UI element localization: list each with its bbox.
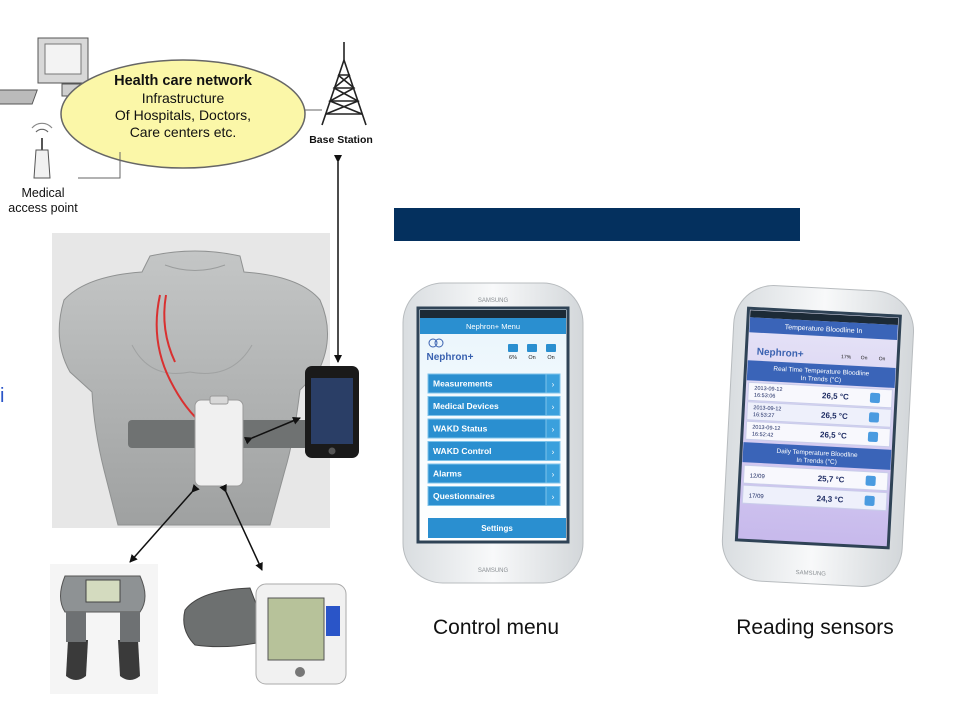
- menu-item-label: Alarms: [433, 469, 462, 479]
- daily-list: 12/09 25,7 °C 17/09 24,3 °C: [741, 464, 889, 512]
- row-date: 2013-09-12: [754, 386, 782, 393]
- daily-header: In Trends (°C): [796, 456, 837, 466]
- menu-item-label: WAKD Status: [433, 424, 488, 434]
- row-time: 16:53:06: [754, 393, 776, 400]
- chevron-right-icon: ›: [552, 403, 555, 412]
- network-line: Of Hospitals, Doctors,: [115, 107, 251, 123]
- chevron-right-icon: [545, 373, 561, 394]
- row-value: 25,7 °C: [817, 474, 844, 484]
- menu-item[interactable]: › WAKD Control: [427, 441, 561, 461]
- row-date: 12/09: [750, 473, 766, 480]
- menu-item[interactable]: › Measurements: [427, 373, 561, 394]
- row-value: 24,3 °C: [816, 494, 843, 504]
- realtime-header: In Trends (°C): [800, 374, 841, 384]
- network-link: [78, 152, 121, 179]
- menu-item[interactable]: › Medical Devices: [427, 396, 561, 416]
- base-station-label: Base Station: [309, 134, 373, 146]
- arrow-device-to-bp-monitor: [219, 483, 263, 571]
- trend-arrow-icon: [868, 412, 880, 423]
- menu-item[interactable]: › WAKD Status: [427, 418, 561, 439]
- network-line: Care centers etc.: [130, 124, 237, 140]
- row-date: 17/09: [749, 493, 765, 500]
- menu-item-label: WAKD Control: [433, 446, 492, 456]
- menu-list: › Measurements › Medical Devices › WAKD Statu…: [427, 373, 561, 506]
- phone-brand: SAMSUNG: [478, 298, 509, 304]
- row-value: 26,5 °C: [821, 411, 848, 421]
- daily-row: 17/09 24,3 °C: [741, 484, 888, 512]
- chevron-right-icon: ›: [552, 470, 555, 479]
- row-date: 2013-09-12: [752, 425, 780, 432]
- settings-button[interactable]: [428, 518, 566, 538]
- chevron-right-icon: [545, 441, 561, 461]
- chevron-right-icon: ›: [552, 380, 555, 389]
- wifi-status: On: [547, 355, 554, 361]
- menu-item-label: Measurements: [433, 379, 493, 389]
- menu-item-label: Questionnaires: [433, 491, 495, 501]
- row-time: 16:53:27: [753, 412, 775, 419]
- battery-status: 17%: [841, 354, 852, 361]
- phone-reading-sensors: Temperature Bloodline In Nephron+ 17% On…: [721, 285, 915, 587]
- nephron-logo-icon: [428, 338, 444, 348]
- access-point-label: Medical: [21, 186, 64, 200]
- chevron-right-icon: ›: [552, 448, 555, 457]
- chevron-right-icon: [545, 463, 561, 484]
- trend-arrow-icon: [865, 475, 876, 486]
- trend-arrow-icon: [864, 495, 875, 506]
- health-care-network: Health care network Infrastructure Of Ho…: [60, 59, 306, 169]
- phone-control-menu: SAMSUNG Nephron+ Menu Nephron+ 6% On On …: [402, 282, 584, 584]
- app-logo: Nephron+: [427, 352, 474, 363]
- chevron-right-icon: [545, 418, 561, 439]
- settings-label: Settings: [481, 524, 513, 533]
- screen-header: Nephron+ Menu: [466, 322, 520, 331]
- smartphone-icon: [305, 366, 359, 458]
- cell-tower-icon: [321, 42, 367, 126]
- bluetooth-status: On: [528, 355, 535, 361]
- row-value: 26,5 °C: [822, 391, 849, 401]
- access-point-label: access point: [8, 201, 78, 215]
- blood-pressure-monitor-icon: [183, 583, 347, 685]
- wearable-kidney-device-icon: [194, 395, 244, 487]
- app-logo: Nephron+: [756, 347, 804, 360]
- trend-arrow-icon: [869, 392, 881, 404]
- bluetooth-icon: [508, 344, 518, 352]
- row-time: 16:52:42: [752, 432, 774, 439]
- battery-status: 6%: [509, 355, 517, 361]
- wifi-icon: [527, 344, 537, 352]
- arrow-device-to-scale: [129, 484, 200, 563]
- menu-item[interactable]: › Questionnaires: [427, 486, 561, 506]
- title-banner: [394, 208, 800, 241]
- arrow-device-to-phone: [244, 417, 301, 445]
- menu-item-label: Medical Devices: [433, 401, 499, 411]
- caption-reading-sensors: Reading sensors: [736, 616, 894, 639]
- phone-brand: SAMSUNG: [478, 568, 509, 574]
- daily-header: Daily Temperature Bloodline: [776, 448, 858, 459]
- daily-row: 12/09 25,7 °C: [742, 464, 889, 492]
- trend-arrow-icon: [867, 431, 879, 443]
- wifi-status: On: [879, 356, 886, 362]
- caption-control-menu: Control menu: [433, 616, 559, 639]
- bluetooth-status: On: [861, 355, 868, 361]
- network-title: Health care network: [114, 73, 253, 89]
- row-value: 26,5 °C: [820, 430, 847, 440]
- row-date: 2013-09-12: [753, 405, 781, 412]
- screen-header: Temperature Bloodline In: [784, 324, 862, 335]
- chevron-right-icon: [545, 396, 561, 416]
- chevron-right-icon: ›: [552, 493, 555, 502]
- network-line: Infrastructure: [142, 90, 225, 106]
- wireless-access-point-icon: [31, 122, 53, 179]
- menu-item[interactable]: › Alarms: [427, 463, 561, 484]
- chevron-right-icon: ›: [552, 425, 555, 434]
- chevron-right-icon: [545, 486, 561, 506]
- patient-torso-illustration: [52, 233, 340, 528]
- left-edge-text: i: [0, 385, 5, 407]
- body-scale-icon: [50, 564, 158, 694]
- phone-brand: SAMSUNG: [795, 570, 826, 578]
